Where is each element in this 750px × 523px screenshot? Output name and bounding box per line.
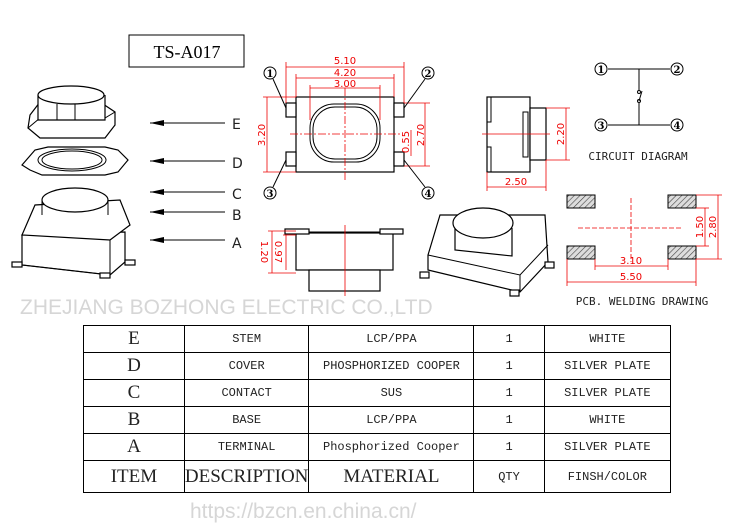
item-cell: D — [83, 352, 185, 380]
arrow-c: C — [150, 187, 242, 203]
top-view: 5.10 4.20 3.00 3.20 2.70 0.55 1 2 3 4 — [257, 56, 435, 200]
dim-3-10: 3.10 — [620, 256, 642, 267]
label-c: C — [232, 187, 242, 203]
dim-0-97: 0.97 — [272, 241, 283, 263]
dim-3-20: 3.20 — [257, 124, 268, 146]
part-number-box: TS-A017 — [128, 34, 245, 68]
finish-cell: WHITE — [543, 406, 672, 434]
finish-cell: SILVER PLATE — [543, 352, 672, 380]
pin-1-label: 1 — [267, 69, 274, 80]
qty-cell: 1 — [473, 325, 545, 353]
cover-part — [21, 146, 129, 176]
circuit-diagram: 1 2 3 4 CIRCUIT DIAGRAM — [588, 62, 688, 163]
pcb-welding-drawing: 1.50 2.80 3.10 5.50 PCB. WELDING DRAWING — [566, 194, 722, 308]
pin-labels: 1 2 3 4 — [263, 66, 435, 200]
material-cell: Phosphorized Cooper — [308, 433, 475, 461]
dim-2-70: 2.70 — [416, 124, 427, 146]
arrow-b: B — [150, 208, 242, 224]
material-cell: LCP/PPA — [308, 325, 475, 353]
dim-1-50: 1.50 — [695, 216, 706, 238]
finish-cell: WHITE — [543, 325, 672, 353]
dim-2-80: 2.80 — [708, 216, 719, 238]
item-cell: B — [83, 406, 185, 434]
circuit-pin-3: 3 — [598, 121, 605, 132]
description-cell: COVER — [183, 352, 310, 380]
description-cell: CONTACT — [183, 379, 310, 407]
arrow-a: A — [150, 236, 242, 252]
label-d: D — [232, 156, 243, 172]
watermark-company: ZHEJIANG BOZHONG ELECTRIC CO.,LTD — [20, 296, 433, 319]
description-cell: BASE — [183, 406, 310, 434]
watermark-url: https://bzcn.en.china.cn/ — [190, 500, 417, 523]
material-cell: PHOSPHORIZED COOPER — [308, 352, 475, 380]
finish-cell: SILVER PLATE — [543, 433, 672, 461]
item-cell: A — [83, 433, 185, 461]
dim-4-20: 4.20 — [334, 68, 356, 79]
qty-cell: 1 — [473, 406, 545, 434]
dim-2-50: 2.50 — [505, 177, 527, 188]
pcb-caption: PCB. WELDING DRAWING — [576, 295, 708, 308]
label-a: A — [232, 236, 242, 252]
qty-cell: 1 — [473, 379, 545, 407]
part-number: TS-A017 — [154, 42, 221, 62]
circuit-caption: CIRCUIT DIAGRAM — [588, 150, 688, 163]
exploded-arrows: E D C B A — [150, 117, 243, 252]
material-cell: LCP/PPA — [308, 406, 475, 434]
dim-1-20: 1.20 — [258, 241, 269, 263]
description-cell: TERMINAL — [183, 433, 310, 461]
exploded-view: E D C B A — [11, 85, 243, 279]
pin-2-label: 2 — [425, 69, 432, 80]
stem-part — [27, 85, 116, 139]
top-view-dimensions: 5.10 4.20 3.00 3.20 2.70 0.55 — [257, 56, 430, 173]
side-view: 2.20 2.50 — [482, 96, 570, 191]
pin-3-label: 3 — [267, 189, 274, 200]
label-b: B — [232, 208, 242, 224]
circuit-pin-1: 1 — [598, 65, 605, 76]
description-cell: STEM — [183, 325, 310, 353]
header-description: DESCRIPTION — [183, 460, 310, 493]
isometric-view — [419, 207, 555, 297]
item-cell: E — [83, 325, 185, 353]
circuit-pin-4: 4 — [674, 121, 681, 132]
dim-5-50: 5.50 — [620, 272, 642, 283]
arrow-e: E — [150, 117, 241, 133]
label-e: E — [232, 117, 241, 133]
dim-3-00: 3.00 — [334, 79, 356, 90]
qty-cell: 1 — [473, 352, 545, 380]
item-cell: C — [83, 379, 185, 407]
arrow-d: D — [150, 156, 243, 172]
dim-2-20: 2.20 — [556, 123, 567, 145]
header-finish: FINSH/COLOR — [543, 460, 672, 493]
header-material: MATERIAL — [308, 460, 475, 493]
finish-cell: SILVER PLATE — [543, 379, 672, 407]
qty-cell: 1 — [473, 433, 545, 461]
base-part — [11, 187, 136, 279]
watermark: ZHEJIANG BOZHONG ELECTRIC CO.,LTD https:… — [20, 296, 433, 523]
dim-0-55: 0.55 — [401, 131, 412, 153]
circuit-pin-2: 2 — [674, 65, 681, 76]
pin-4-label: 4 — [425, 189, 432, 200]
material-cell: SUS — [308, 379, 475, 407]
header-item: ITEM — [83, 460, 185, 493]
dim-5-10: 5.10 — [334, 56, 356, 67]
front-view: 1.20 0.97 — [258, 225, 404, 296]
header-qty: QTY — [473, 460, 545, 493]
